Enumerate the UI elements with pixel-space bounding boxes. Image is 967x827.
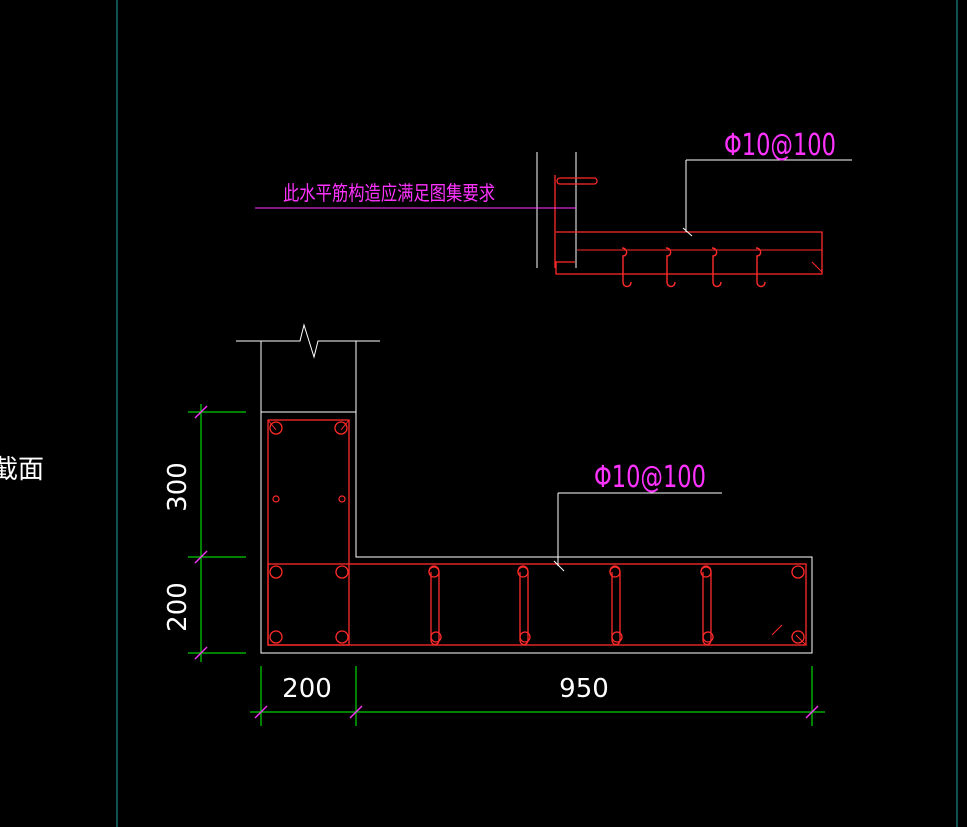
rebar-dot — [334, 421, 348, 435]
dim-tick — [194, 550, 208, 564]
slab-tie — [517, 565, 531, 646]
wall-stirrup-hook — [267, 419, 277, 431]
top-detail-tie-hook — [621, 247, 632, 288]
section-rebar-leader-tick — [553, 560, 565, 572]
section-outline — [260, 341, 813, 654]
top-detail-slab-end-tick — [811, 261, 823, 273]
top-detail-rebar-leader-tick — [682, 227, 693, 237]
wall-stirrup — [267, 419, 350, 646]
top-detail-tie-hook — [755, 247, 766, 288]
rebar-dot — [791, 630, 805, 644]
side-label: 截面 — [0, 455, 44, 485]
rebar-dot — [791, 565, 805, 579]
dim-left-bottom: 200 — [163, 582, 193, 632]
dim-bottom-left: 200 — [282, 674, 332, 704]
wall-break-line — [236, 323, 380, 359]
dim-tick — [805, 705, 819, 719]
slab-stirrup-hook — [771, 624, 783, 636]
slab-tie — [428, 565, 442, 646]
top-detail: 此水平筋构造应满足图集要求 Φ10@100 — [255, 128, 852, 288]
dim-bottom-right: 950 — [559, 674, 609, 704]
dim-tick — [254, 705, 268, 719]
rebar-dot — [335, 630, 349, 644]
slab-stirrup-hook — [795, 634, 807, 646]
slab-tie — [700, 565, 714, 646]
rebar-dot — [335, 565, 349, 579]
wall-stirrup-hook — [340, 419, 350, 431]
dimensions: 300 200 200 950 — [163, 404, 825, 726]
rebar-dot-small — [272, 495, 280, 503]
top-detail-slab-bar-top — [555, 231, 823, 275]
rebar-dot — [269, 421, 283, 435]
top-detail-tie-hook — [711, 247, 722, 288]
rebar-dot — [269, 565, 283, 579]
top-detail-rebar-label: Φ10@100 — [724, 128, 836, 163]
main-section: Φ10@100 — [236, 323, 813, 654]
dim-left-top: 300 — [163, 462, 193, 512]
slab-tie — [609, 565, 623, 646]
slab-stirrup — [267, 563, 807, 646]
top-detail-hook-top — [556, 177, 598, 185]
dim-tick — [194, 646, 208, 660]
section-rebar-label: Φ10@100 — [594, 460, 706, 495]
rebar-dot-small — [338, 495, 346, 503]
top-detail-note: 此水平筋构造应满足图集要求 — [283, 181, 495, 205]
top-detail-tie-hook — [665, 247, 676, 288]
rebar-dot — [269, 630, 283, 644]
dim-tick — [349, 705, 363, 719]
dim-tick — [194, 405, 208, 419]
